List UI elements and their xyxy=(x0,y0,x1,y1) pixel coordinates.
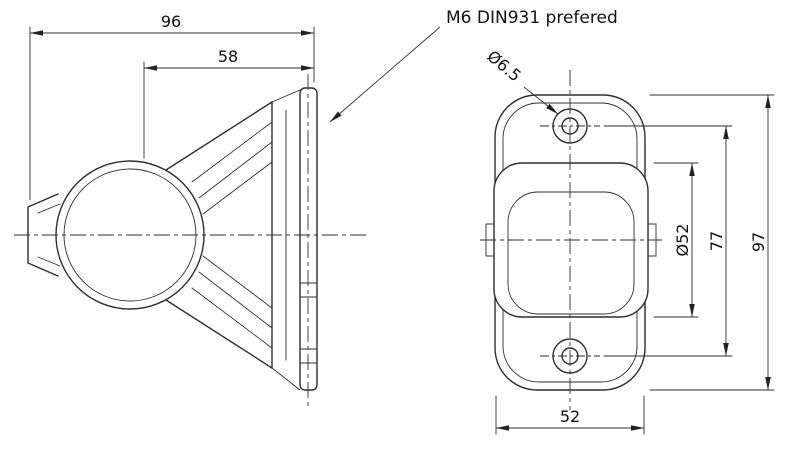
bottom-hole-boss xyxy=(552,338,588,374)
top-hole xyxy=(561,117,579,135)
lens-outer-circle xyxy=(55,160,205,310)
dim77-extension-lines xyxy=(603,125,733,357)
lens-front xyxy=(507,191,635,315)
hole-dia-leader xyxy=(523,86,559,115)
front-view xyxy=(480,70,662,410)
bottom-hole xyxy=(561,347,579,365)
dim-overall-height: 97 xyxy=(749,232,768,252)
dim-hole-diameter: Ø6.5 xyxy=(483,47,524,86)
bracket-cone xyxy=(165,101,273,369)
housing-back xyxy=(27,193,59,277)
dim-overall-width: 96 xyxy=(161,12,181,31)
bracket-ribs xyxy=(191,121,273,349)
dim-flange-width: 52 xyxy=(560,407,580,426)
side-view-dimensions: 96 58 M6 DIN931 prefered xyxy=(29,8,618,201)
dim-hole-pitch: 77 xyxy=(707,231,726,251)
flange-hole-sections xyxy=(299,282,318,364)
side-view xyxy=(14,74,366,406)
screw-note: M6 DIN931 prefered xyxy=(446,8,618,28)
dim96-extension-lines xyxy=(29,26,315,201)
dim-lens-diameter: Ø52 xyxy=(673,224,692,257)
flange-plate-side xyxy=(299,87,318,391)
dim97-extension-lines xyxy=(649,94,775,391)
dim-body-offset: 58 xyxy=(218,47,238,66)
flange-connectors xyxy=(271,89,301,391)
note-leader-line xyxy=(329,26,441,123)
top-hole-boss xyxy=(552,108,588,144)
housing-back-inner xyxy=(37,203,61,267)
lens-inner-circle xyxy=(63,168,197,302)
